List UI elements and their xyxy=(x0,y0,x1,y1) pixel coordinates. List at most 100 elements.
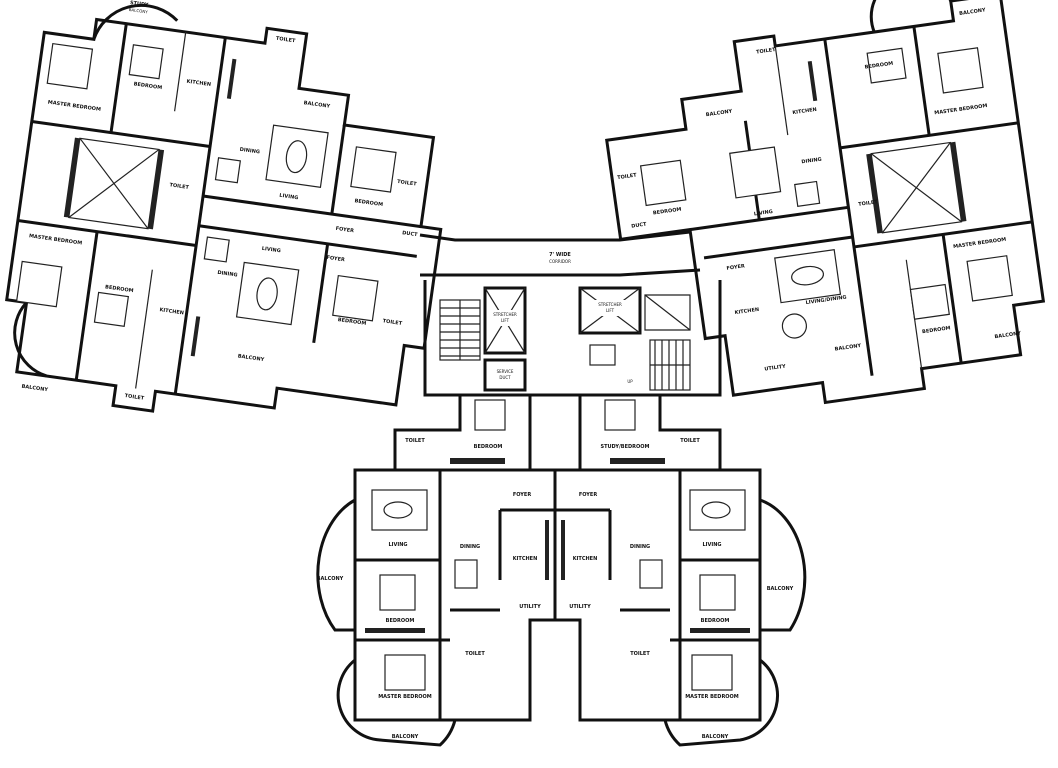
room-label: MASTER BEDROOM xyxy=(29,233,83,246)
room-label: BEDROOM xyxy=(864,61,893,71)
room-label: BALCONY xyxy=(959,7,987,17)
south-balcony-se xyxy=(663,658,779,747)
room-label: BEDROOM xyxy=(105,284,134,294)
room-label: BALCONY xyxy=(21,384,49,394)
stair-left-treads xyxy=(440,300,480,360)
room-label: BALCONY xyxy=(317,576,344,582)
east-wing: BALCONY TOILET BEDROOM MASTER BEDROOM BA… xyxy=(605,0,1046,405)
room-label: BALCONY xyxy=(237,353,265,363)
room-label: LIVING xyxy=(388,542,407,548)
east-bed-1 xyxy=(937,47,984,94)
south-study-bed-west xyxy=(474,399,506,431)
room-label: BALCONY xyxy=(994,331,1022,341)
room-label: TOILET xyxy=(858,199,879,208)
south-study-bed-east xyxy=(604,399,636,431)
room-label: BEDROOM xyxy=(653,207,682,217)
south-balcony-east xyxy=(759,498,807,632)
east-dining-table xyxy=(794,180,821,208)
room-label: TOILET xyxy=(630,651,650,657)
room-label: FOYER xyxy=(579,492,598,498)
corridor-label: 7' WIDE xyxy=(549,252,571,258)
south-balcony-sw xyxy=(336,658,457,747)
room-label: LIVING xyxy=(279,193,299,202)
south-master-bed-east xyxy=(691,654,733,691)
west-bed-5 xyxy=(350,146,397,193)
lift-right-sublabel: LIFT xyxy=(606,308,615,313)
room-label: MASTER BEDROOM xyxy=(378,694,432,700)
central-core: 7' WIDE CORRIDOR STRETCHER LIFT SERVICE … xyxy=(419,230,722,472)
east-dining-table-round xyxy=(781,313,808,339)
south-dining-table-east xyxy=(639,559,663,589)
room-label: KITCHEN xyxy=(159,307,184,316)
room-label: KITCHEN xyxy=(186,79,211,88)
room-label: KITCHEN xyxy=(573,556,598,562)
room-label: TOILET xyxy=(405,438,425,444)
room-sublabel: BALCONY xyxy=(128,7,148,15)
room-label: BALCONY xyxy=(705,109,733,119)
west-balcony-sw xyxy=(13,301,47,378)
south-wing: TOILET BEDROOM STUDY/BEDROOM TOILET FOYE… xyxy=(316,393,807,747)
room-label: FOYER xyxy=(513,492,532,498)
east-balcony-ne xyxy=(869,0,953,33)
west-dining-table-1 xyxy=(214,157,242,184)
room-label: BEDROOM xyxy=(337,317,366,327)
room-label: FOYER xyxy=(726,263,745,272)
room-label: LIVING xyxy=(261,246,281,255)
up-label: UP xyxy=(627,379,633,384)
room-label: DINING xyxy=(460,544,480,550)
lift-left xyxy=(483,286,527,355)
room-label: STUDY/BEDROOM xyxy=(600,444,649,450)
east-bed-3 xyxy=(966,255,1013,302)
room-label: TOILET xyxy=(397,179,418,188)
west-bed-6 xyxy=(332,274,379,322)
room-label: BEDROOM xyxy=(354,198,383,208)
room-label: MASTER BEDROOM xyxy=(47,100,101,113)
room-label: BALCONY xyxy=(303,100,331,110)
lift-left-label: STRETCHER xyxy=(493,312,517,317)
room-label: DINING xyxy=(630,544,650,550)
room-label: FOYER xyxy=(326,255,345,264)
room-label: DINING xyxy=(217,270,238,279)
stair-right-treads xyxy=(650,340,690,390)
room-label: STUDY xyxy=(130,0,150,9)
lift-right-label: STRETCHER xyxy=(598,302,622,307)
west-bed-2 xyxy=(128,44,164,80)
room-label: MASTER BEDROOM xyxy=(934,103,988,116)
west-bed-1 xyxy=(46,42,94,90)
room-label: KITCHEN xyxy=(734,307,759,316)
room-label: BEDROOM xyxy=(922,325,951,335)
room-label: UTILITY xyxy=(764,364,786,373)
room-label: DUCT xyxy=(402,230,419,238)
room-label: BEDROOM xyxy=(474,444,503,450)
room-label: BEDROOM xyxy=(133,81,162,91)
room-label: BEDROOM xyxy=(701,618,730,624)
south-bed-east xyxy=(699,574,736,611)
room-label: MASTER BEDROOM xyxy=(685,694,739,700)
room-label: LIVING xyxy=(702,542,721,548)
room-label: TOILET xyxy=(124,393,145,402)
fire-duct-right xyxy=(589,344,616,366)
room-label: UTILITY xyxy=(519,604,541,610)
lift-left-sublabel: LIFT xyxy=(501,318,510,323)
south-dining-table-west xyxy=(454,559,478,589)
room-label: BALCONY xyxy=(834,343,862,353)
room-label: FOYER xyxy=(335,226,354,235)
room-label: DINING xyxy=(239,147,260,156)
corridor-sublabel: CORRIDOR xyxy=(549,259,571,264)
east-bed-2 xyxy=(866,47,907,84)
west-study-balcony xyxy=(92,3,179,40)
room-label: LIVING/DINING xyxy=(805,294,847,306)
east-living-sofa-1 xyxy=(729,146,782,199)
room-label: DUCT xyxy=(631,222,648,230)
room-label: LIVING xyxy=(754,209,774,218)
room-label: TOILET xyxy=(465,651,485,657)
room-label: BALCONY xyxy=(767,586,794,592)
room-label: TOILET xyxy=(169,182,190,191)
west-wing: STUDY BALCONY TOILET BEDROOM MASTER BEDR… xyxy=(5,0,443,413)
room-label: BALCONY xyxy=(392,734,419,740)
east-wing-outline xyxy=(605,0,1046,405)
room-label: BEDROOM xyxy=(386,618,415,624)
duct-left-label: SERVICE xyxy=(497,369,514,374)
room-label: KITCHEN xyxy=(792,107,817,116)
